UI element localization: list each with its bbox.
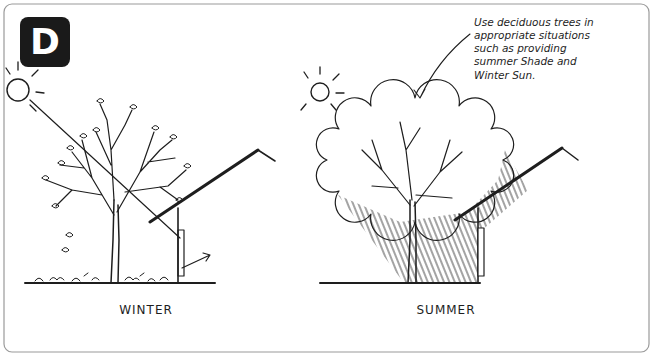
panel-letter-box: D (20, 17, 70, 67)
season-label: WINTER (96, 303, 196, 318)
leader-line (414, 34, 470, 98)
roof-ridge (562, 148, 578, 160)
tree-trunk (408, 200, 416, 283)
fallen-leaves (35, 273, 168, 281)
roof-line (150, 150, 258, 222)
panel-letter: D (30, 24, 60, 60)
tree-leaves (42, 99, 191, 253)
summer-sketch (301, 34, 578, 283)
handwritten-note: Use deciduous trees in appropriate situa… (474, 16, 602, 82)
ground-line (320, 282, 480, 284)
sun-symbol (311, 83, 329, 101)
winter-sketch (6, 62, 275, 283)
tree-branches (362, 122, 462, 206)
ground-line (25, 282, 215, 284)
roof-line (455, 148, 562, 220)
window (478, 228, 484, 276)
roof-ridge (258, 150, 275, 161)
season-label: SUMMER (396, 303, 496, 318)
panel-frame (4, 4, 649, 352)
sun-rays (6, 62, 44, 111)
sun-rays (301, 67, 344, 110)
sun-ray-arrow (182, 253, 210, 268)
window (178, 230, 184, 276)
tree-branches (46, 104, 186, 215)
shade-hatching (338, 150, 528, 283)
sun-symbol (7, 79, 29, 101)
